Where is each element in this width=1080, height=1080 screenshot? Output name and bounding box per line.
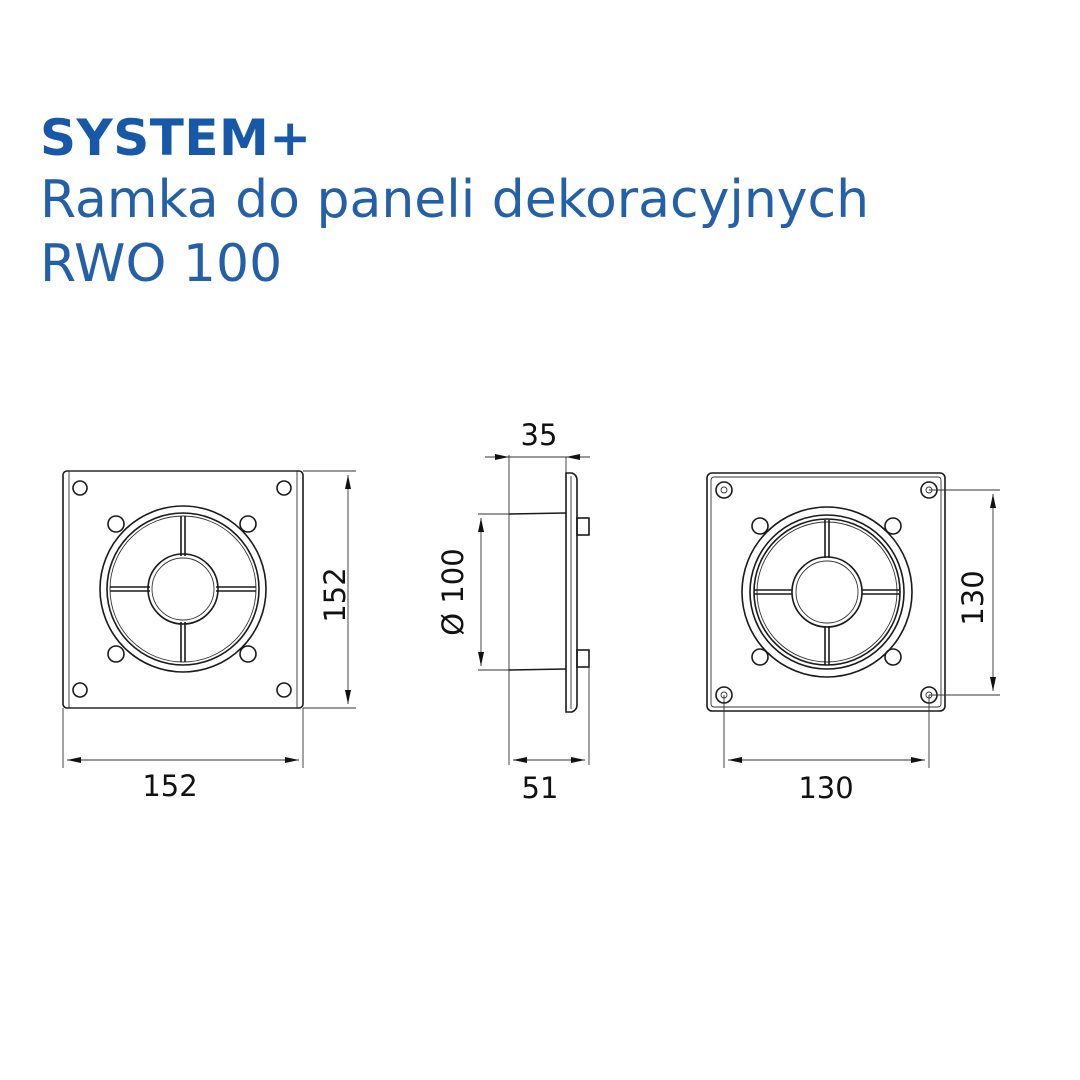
back-vertical-spacing-dim: 130 (956, 570, 990, 625)
side-diameter-dim: Ø 100 (436, 548, 470, 635)
back-horizontal-spacing-dim: 130 (798, 771, 853, 805)
product-name: Ramka do paneli dekoracyjnych (40, 170, 870, 230)
brand-title: SYSTEM+ (40, 109, 312, 167)
model-name: RWO 100 (40, 234, 283, 294)
front-width-dim: 152 (142, 769, 197, 803)
back-view: 130 130 (706, 472, 1000, 805)
title-block: SYSTEM+ Ramka do paneli dekoracyjnych RW… (40, 108, 869, 296)
front-height-dim: 152 (318, 567, 352, 622)
side-depth-bottom-dim: 51 (522, 771, 559, 805)
side-depth-top-dim: 35 (521, 418, 558, 452)
front-view: 152 152 (62, 470, 356, 803)
side-view: 35 Ø 100 51 (436, 418, 590, 805)
